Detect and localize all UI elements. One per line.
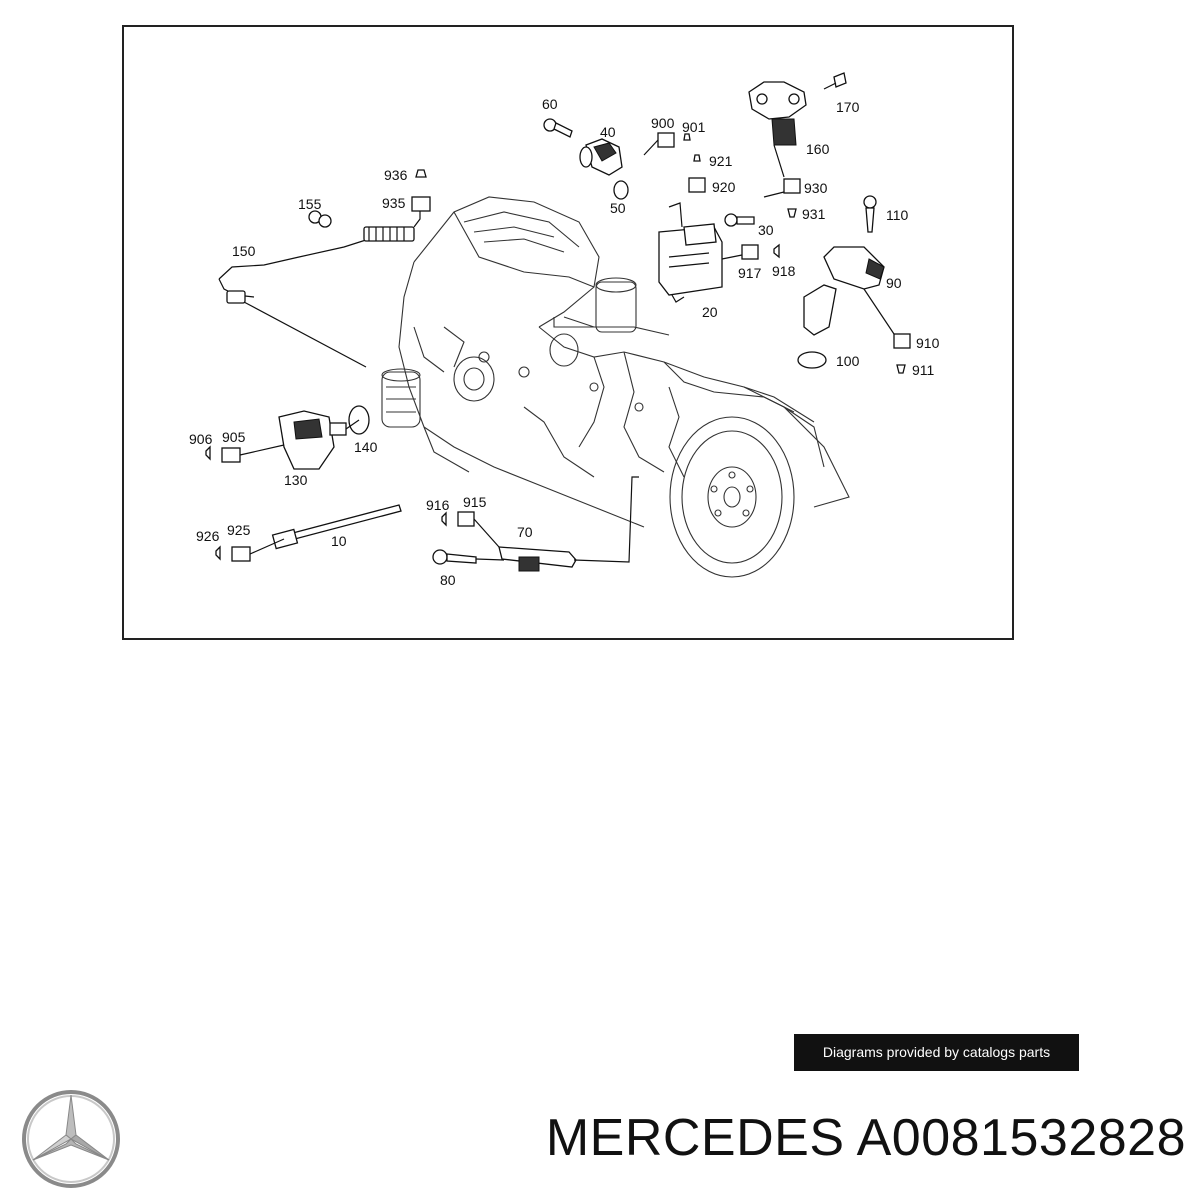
callout-50: 50 — [610, 200, 626, 216]
callout-901: 901 — [682, 119, 706, 135]
callout-920: 920 — [712, 179, 736, 195]
callout-100: 100 — [836, 353, 860, 369]
callout-170: 170 — [836, 99, 860, 115]
callout-30: 30 — [758, 222, 774, 238]
callout-150: 150 — [232, 243, 256, 259]
brand-name: MERCEDES — [545, 1109, 845, 1167]
callout-931: 931 — [802, 206, 826, 222]
diagram-credit-badge: Diagrams provided by catalogs parts — [794, 1034, 1079, 1071]
callout-155: 155 — [298, 196, 322, 212]
engine-block-illustration — [381, 196, 850, 578]
part-number: A0081532828 — [856, 1109, 1186, 1167]
callout-905: 905 — [222, 429, 246, 445]
callout-936: 936 — [384, 167, 408, 183]
callout-906: 906 — [189, 431, 213, 447]
exploded-parts-diagram: 10 20 30 40 50 60 70 80 90 100 110 130 1… — [189, 72, 940, 588]
three-pointed-star-icon — [22, 1090, 120, 1188]
callout-labels: 10 20 30 40 50 60 70 80 90 100 110 130 1… — [189, 96, 940, 588]
callout-926: 926 — [196, 528, 220, 544]
part-title: MERCEDES A0081532828 — [546, 1108, 1186, 1168]
callout-925: 925 — [227, 522, 251, 538]
callout-915: 915 — [463, 494, 487, 510]
callout-140: 140 — [354, 439, 378, 455]
callout-910: 910 — [916, 335, 940, 351]
callout-90: 90 — [886, 275, 902, 291]
parts-illustration — [205, 72, 911, 572]
callout-921: 921 — [709, 153, 733, 169]
callout-60: 60 — [542, 96, 558, 112]
callout-930: 930 — [804, 180, 828, 196]
callout-917: 917 — [738, 265, 762, 281]
callout-130: 130 — [284, 472, 308, 488]
callout-916: 916 — [426, 497, 450, 513]
leader-lines — [239, 139, 895, 561]
callout-70: 70 — [517, 524, 533, 540]
callout-40: 40 — [600, 124, 616, 140]
callout-900: 900 — [651, 115, 675, 131]
callout-935: 935 — [382, 195, 406, 211]
callout-110: 110 — [886, 207, 909, 223]
callout-918: 918 — [772, 263, 796, 279]
callout-20: 20 — [702, 304, 718, 320]
parts-diagram: 10 20 30 40 50 60 70 80 90 100 110 130 1… — [122, 25, 1014, 640]
callout-911: 911 — [912, 362, 935, 378]
callout-10: 10 — [331, 533, 347, 549]
callout-80: 80 — [440, 572, 456, 588]
callout-160: 160 — [806, 141, 830, 157]
